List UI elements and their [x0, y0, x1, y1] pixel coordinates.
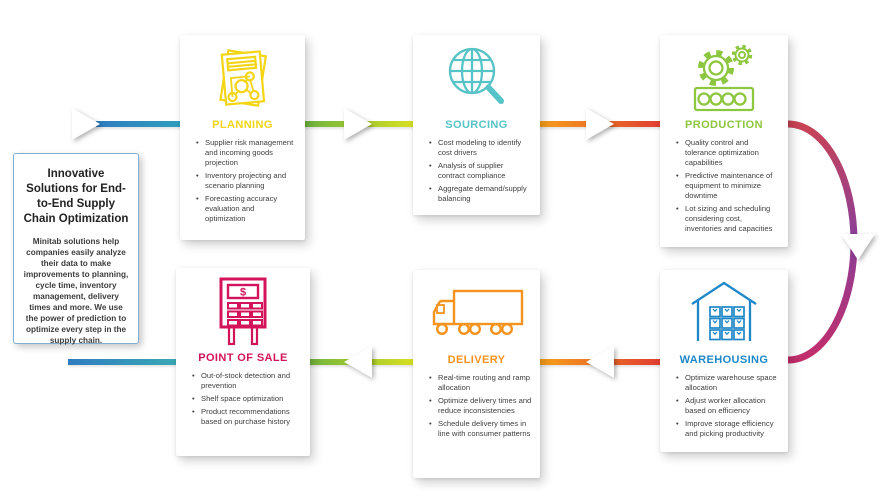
arrow-left-icon	[344, 346, 372, 378]
card-planning: PLANNING Supplier risk management and in…	[180, 35, 305, 240]
intro-title: Innovative Solutions for End-to-End Supp…	[23, 168, 129, 225]
bullet-item: Lot sizing and scheduling considering co…	[676, 204, 780, 234]
card-title-warehousing: WAREHOUSING	[679, 354, 769, 366]
arrow-right-icon	[586, 108, 614, 140]
card-title-planning: PLANNING	[212, 119, 273, 131]
bullet-item: Analysis of supplier contract compliance	[429, 161, 532, 181]
card-bullets-warehousing: Optimize warehouse space allocationAdjus…	[660, 373, 788, 439]
bullet-item: Schedule delivery times in line with con…	[429, 419, 532, 439]
truck-icon	[413, 278, 540, 350]
card-bullets-delivery: Real-time routing and ramp allocationOpt…	[413, 373, 540, 439]
arrow-right-icon	[72, 108, 100, 140]
bullet-item: Supplier risk management and incoming go…	[196, 138, 297, 168]
warehouse-icon	[660, 278, 788, 350]
intro-box: Innovative Solutions for End-to-End Supp…	[13, 153, 139, 346]
bullet-item: Optimize delivery times and reduce incon…	[429, 396, 532, 416]
bullet-item: Shelf space optimization	[192, 394, 302, 404]
bullet-item: Aggregate demand/supply balancing	[429, 184, 532, 204]
card-bullets-production: Quality control and tolerance optimizati…	[660, 138, 788, 234]
arrow-left-icon	[586, 346, 614, 378]
card-sourcing: SOURCING Cost modeling to identify cost …	[413, 35, 540, 215]
card-bullets-sourcing: Cost modeling to identify cost driversAn…	[413, 138, 540, 204]
bullet-item: Improve storage efficiency and picking p…	[676, 419, 780, 439]
bullet-item: Inventory projecting and scenario planni…	[196, 171, 297, 191]
card-warehousing: WAREHOUSING Optimize warehouse space all…	[660, 270, 788, 452]
card-bullets-point-of-sale: Out-of-stock detection and preventionShe…	[176, 371, 310, 427]
intro-body: Minitab solutions help companies easily …	[23, 236, 129, 346]
bullet-item: Cost modeling to identify cost drivers	[429, 138, 532, 158]
cash-register-icon: $	[176, 276, 310, 348]
arrow-right-icon	[344, 108, 372, 140]
bullet-item: Out-of-stock detection and prevention	[192, 371, 302, 391]
bullet-item: Adjust worker allocation based on effici…	[676, 396, 780, 416]
bullet-item: Predictive maintenance of equipment to m…	[676, 171, 780, 201]
gears-panel-icon	[660, 43, 788, 115]
card-title-delivery: DELIVERY	[447, 354, 506, 366]
flow-line-pos-exit	[68, 359, 176, 365]
bullet-item: Forecasting accuracy evaluation and opti…	[196, 194, 297, 224]
globe-magnifier-icon	[413, 43, 540, 115]
arrow-down-icon	[841, 234, 875, 260]
bullet-item: Optimize warehouse space allocation	[676, 373, 780, 393]
bullet-item: Quality control and tolerance optimizati…	[676, 138, 780, 168]
card-title-point-of-sale: POINT OF SALE	[198, 352, 288, 364]
dollar-symbol: $	[240, 287, 246, 299]
card-bullets-planning: Supplier risk management and incoming go…	[180, 138, 305, 224]
card-delivery: DELIVERY Real-time routing and ramp allo…	[413, 270, 540, 478]
card-production: PRODUCTION Quality control and tolerance…	[660, 35, 788, 247]
bullet-item: Real-time routing and ramp allocation	[429, 373, 532, 393]
flow-line-start	[96, 121, 182, 127]
card-title-sourcing: SOURCING	[445, 119, 508, 131]
stacked-documents-diagram-icon	[180, 43, 305, 115]
card-title-production: PRODUCTION	[685, 119, 763, 131]
card-point-of-sale: $ POINT OF SALE Out-of-stock detection a…	[176, 268, 310, 456]
bullet-item: Product recommendations based on purchas…	[192, 407, 302, 427]
